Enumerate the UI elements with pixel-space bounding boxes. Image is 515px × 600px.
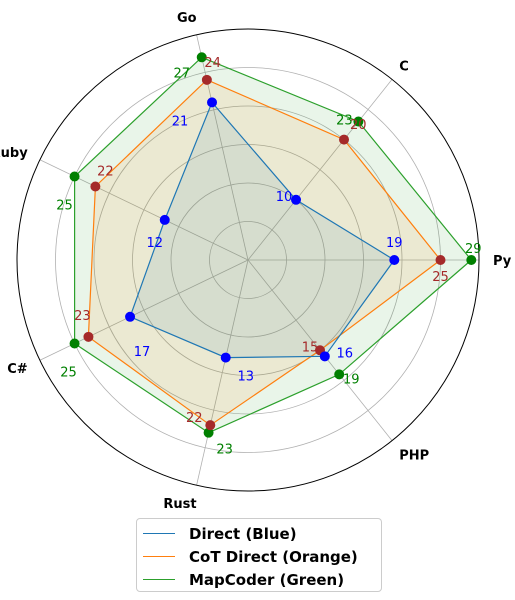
category-label-py: Py bbox=[493, 254, 512, 269]
data-label-series-1-1: 20 bbox=[350, 118, 367, 133]
series-fill-1 bbox=[88, 79, 441, 426]
data-label-series-1-4: 23 bbox=[74, 309, 91, 324]
data-label-series-2-4: 25 bbox=[60, 366, 77, 381]
series-1-point-0 bbox=[435, 255, 446, 265]
data-label-series-0-4: 17 bbox=[134, 345, 151, 360]
series-fill-0 bbox=[130, 102, 395, 358]
data-label-series-2-0: 29 bbox=[465, 242, 482, 257]
series-2-point-0 bbox=[466, 255, 477, 265]
grid-spoke-rust bbox=[196, 259, 249, 486]
legend-item-direct: Direct (Blue) bbox=[143, 522, 381, 545]
series-1-point-2 bbox=[201, 74, 212, 85]
grid-spoke-go bbox=[196, 34, 249, 261]
legend-item-mapcoder: MapCoder (Green) bbox=[143, 568, 381, 591]
category-label-go: Go bbox=[177, 11, 197, 26]
data-label-series-2-6: 19 bbox=[343, 372, 360, 387]
series-1-point-1 bbox=[339, 134, 350, 145]
data-label-series-0-3: 12 bbox=[146, 236, 163, 251]
category-label-c: C bbox=[399, 59, 409, 74]
outer-frame bbox=[16, 28, 480, 492]
radar-grid bbox=[16, 28, 480, 492]
grid-spoke-c bbox=[247, 79, 393, 261]
radar-labels: Py C GoRubyC# Rust PHP 19 10 21 12 17 13 16 25 20 24 22… bbox=[0, 11, 512, 512]
legend-swatch-direct bbox=[143, 533, 175, 534]
data-label-series-0-6: 16 bbox=[337, 346, 354, 361]
data-label-series-0-5: 13 bbox=[237, 370, 254, 385]
legend: Direct (Blue) CoT Direct (Orange) MapCod… bbox=[136, 518, 382, 592]
series-1-point-3 bbox=[90, 181, 101, 192]
data-label-series-2-5: 23 bbox=[216, 443, 233, 458]
data-label-series-0-1: 10 bbox=[276, 190, 293, 205]
series-line-0 bbox=[129, 101, 396, 359]
legend-label-direct: Direct (Blue) bbox=[189, 524, 297, 543]
data-label-series-1-0: 25 bbox=[432, 270, 449, 285]
data-label-series-1-3: 22 bbox=[97, 165, 114, 180]
series-0-point-2 bbox=[207, 97, 218, 108]
radar-series bbox=[69, 52, 477, 438]
series-2-point-3 bbox=[69, 171, 80, 182]
legend-label-mapcoder: MapCoder (Green) bbox=[189, 570, 345, 589]
legend-item-cot-direct: CoT Direct (Orange) bbox=[143, 545, 381, 568]
legend-label-cot-direct: CoT Direct (Orange) bbox=[189, 547, 358, 566]
data-label-series-2-2: 27 bbox=[173, 66, 190, 81]
series-0-point-3 bbox=[159, 214, 170, 225]
data-label-series-1-2: 24 bbox=[204, 56, 221, 71]
series-0-point-6 bbox=[319, 351, 330, 362]
series-line-1 bbox=[87, 79, 442, 426]
series-0-point-1 bbox=[291, 194, 302, 205]
series-2-point-6 bbox=[334, 369, 345, 380]
series-line-2 bbox=[73, 56, 473, 434]
data-label-series-2-1: 23 bbox=[336, 114, 353, 129]
data-label-series-1-5: 22 bbox=[186, 411, 203, 426]
data-label-series-2-3: 25 bbox=[56, 198, 73, 213]
category-label-ruby: Ruby bbox=[0, 146, 28, 161]
series-2-point-1 bbox=[353, 116, 364, 127]
legend-swatch-mapcoder bbox=[143, 579, 175, 580]
series-1-point-4 bbox=[83, 331, 94, 342]
category-label-c: C# bbox=[7, 362, 28, 377]
category-label-php: PHP bbox=[399, 449, 429, 464]
series-2-point-2 bbox=[196, 52, 207, 63]
series-2-point-4 bbox=[69, 338, 80, 349]
series-0-point-4 bbox=[125, 311, 136, 322]
series-1-point-5 bbox=[205, 420, 216, 431]
series-fill-2 bbox=[74, 57, 472, 433]
series-0-point-0 bbox=[389, 255, 400, 265]
data-label-series-1-6: 15 bbox=[302, 340, 319, 355]
data-label-series-0-2: 21 bbox=[172, 114, 189, 129]
data-label-series-0-0: 19 bbox=[386, 236, 403, 251]
series-0-point-5 bbox=[220, 352, 231, 363]
category-label-rust: Rust bbox=[163, 497, 196, 512]
legend-swatch-cot-direct bbox=[143, 556, 175, 557]
